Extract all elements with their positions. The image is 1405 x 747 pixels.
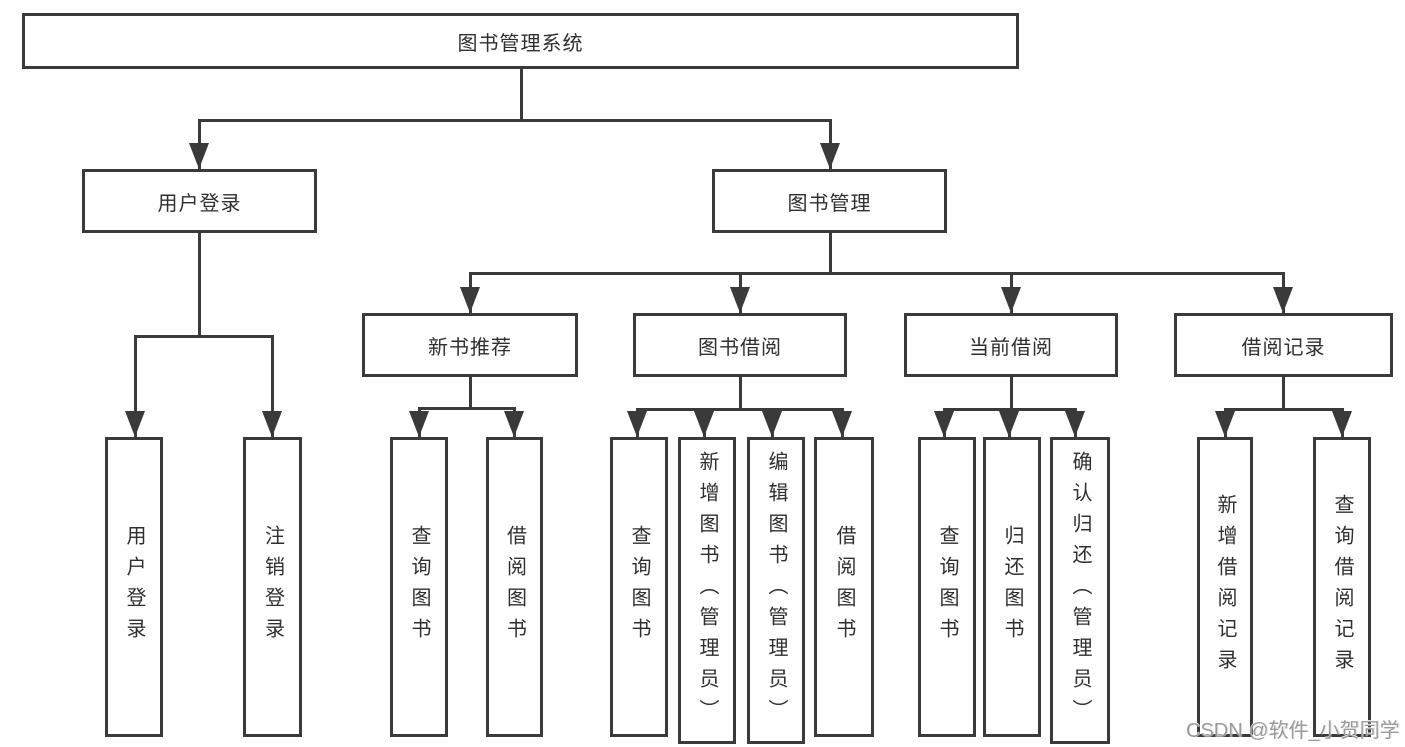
- node-label: 确认归还（管理员）: [1069, 451, 1091, 730]
- connector-line-horizontal: [417, 406, 516, 410]
- arrowhead-down-icon: [1065, 411, 1085, 437]
- leaf-query-books-borrowing: 查询图书: [610, 437, 668, 737]
- arrowhead-down-icon: [832, 411, 852, 437]
- node-label: 查询图书: [628, 525, 650, 649]
- node-label: 用户登录: [123, 525, 145, 649]
- connector-line-vertical: [828, 233, 832, 275]
- arrowhead-down-icon: [1001, 287, 1021, 313]
- arrowhead-down-icon: [262, 411, 282, 437]
- node-user-login: 用户登录: [82, 169, 317, 233]
- arrowhead-down-icon: [504, 411, 524, 437]
- node-label: 注销登录: [261, 525, 284, 649]
- node-label: 借阅图书: [833, 525, 855, 649]
- node-library-system: 图书管理系统: [22, 13, 1019, 69]
- connector-line-horizontal: [133, 334, 274, 338]
- node-book-borrowing: 图书借阅: [633, 313, 847, 377]
- node-label: 新增图书（管理员）: [696, 451, 718, 730]
- arrowhead-down-icon: [189, 143, 209, 169]
- leaf-logout: 注销登录: [243, 437, 302, 737]
- leaf-return-book: 归还图书: [983, 437, 1041, 737]
- arrowhead-down-icon: [934, 411, 954, 437]
- node-current-borrowing: 当前借阅: [904, 313, 1118, 377]
- connector-line-vertical: [1009, 377, 1013, 410]
- connector-line-vertical: [133, 336, 137, 438]
- arrowhead-down-icon: [1332, 411, 1352, 437]
- node-label: 查询图书: [408, 525, 430, 649]
- leaf-query-books-current: 查询图书: [918, 437, 976, 737]
- leaf-confirm-return-admin: 确认归还（管理员）: [1050, 437, 1110, 744]
- node-label: 归还图书: [1001, 525, 1023, 649]
- node-label: 新增借阅记录: [1214, 494, 1236, 680]
- arrowhead-down-icon: [125, 411, 145, 437]
- leaf-borrow-books-recommend: 借阅图书: [486, 437, 543, 737]
- arrowhead-down-icon: [627, 411, 647, 437]
- node-label: 查询借阅记录: [1331, 494, 1353, 680]
- leaf-query-books-recommend: 查询图书: [390, 437, 448, 737]
- leaf-add-book-admin: 新增图书（管理员）: [678, 437, 736, 744]
- connector-line-vertical: [738, 377, 742, 410]
- node-label: 借阅图书: [503, 525, 526, 649]
- arrowhead-down-icon: [1273, 287, 1293, 313]
- leaf-add-borrow-record: 新增借阅记录: [1197, 437, 1253, 737]
- node-label: 查询图书: [936, 525, 958, 649]
- leaf-user-login: 用户登录: [105, 437, 163, 737]
- connector-line-vertical: [1281, 377, 1285, 410]
- arrowhead-down-icon: [999, 411, 1019, 437]
- node-label: 图书借阅: [698, 336, 782, 359]
- arrowhead-down-icon: [762, 411, 782, 437]
- leaf-edit-book-admin: 编辑图书（管理员）: [747, 437, 805, 744]
- node-label: 编辑图书（管理员）: [765, 451, 787, 730]
- arrowhead-down-icon: [820, 143, 840, 169]
- arrowhead-down-icon: [409, 411, 429, 437]
- node-label: 新书推荐: [428, 336, 512, 359]
- node-label: 用户登录: [157, 192, 242, 215]
- connector-line-vertical: [468, 377, 472, 410]
- arrowhead-down-icon: [1215, 411, 1235, 437]
- arrowhead-down-icon: [460, 287, 480, 313]
- arrowhead-down-icon: [694, 411, 714, 437]
- connector-line-vertical: [270, 336, 274, 438]
- node-borrowing-records: 借阅记录: [1174, 313, 1393, 377]
- watermark-text: CSDN @软件_小贺同学: [1186, 720, 1400, 742]
- connector-line-horizontal: [942, 407, 1077, 411]
- connector-line-horizontal: [468, 271, 1285, 275]
- node-book-management: 图书管理: [712, 169, 947, 233]
- connector-line-horizontal: [635, 407, 844, 411]
- node-label: 借阅记录: [1241, 336, 1326, 359]
- node-label: 图书管理系统: [457, 32, 584, 55]
- leaf-borrow-books-borrowing: 借阅图书: [814, 437, 874, 737]
- leaf-query-borrow-record: 查询借阅记录: [1313, 437, 1371, 737]
- node-label: 当前借阅: [969, 336, 1053, 359]
- connector-line-horizontal: [197, 118, 832, 122]
- node-label: 图书管理: [787, 192, 872, 215]
- arrowhead-down-icon: [730, 287, 750, 313]
- connector-line-horizontal: [1223, 407, 1344, 411]
- node-new-book-recommend: 新书推荐: [362, 313, 578, 377]
- connector-line-vertical: [519, 69, 523, 122]
- connector-line-vertical: [197, 233, 201, 338]
